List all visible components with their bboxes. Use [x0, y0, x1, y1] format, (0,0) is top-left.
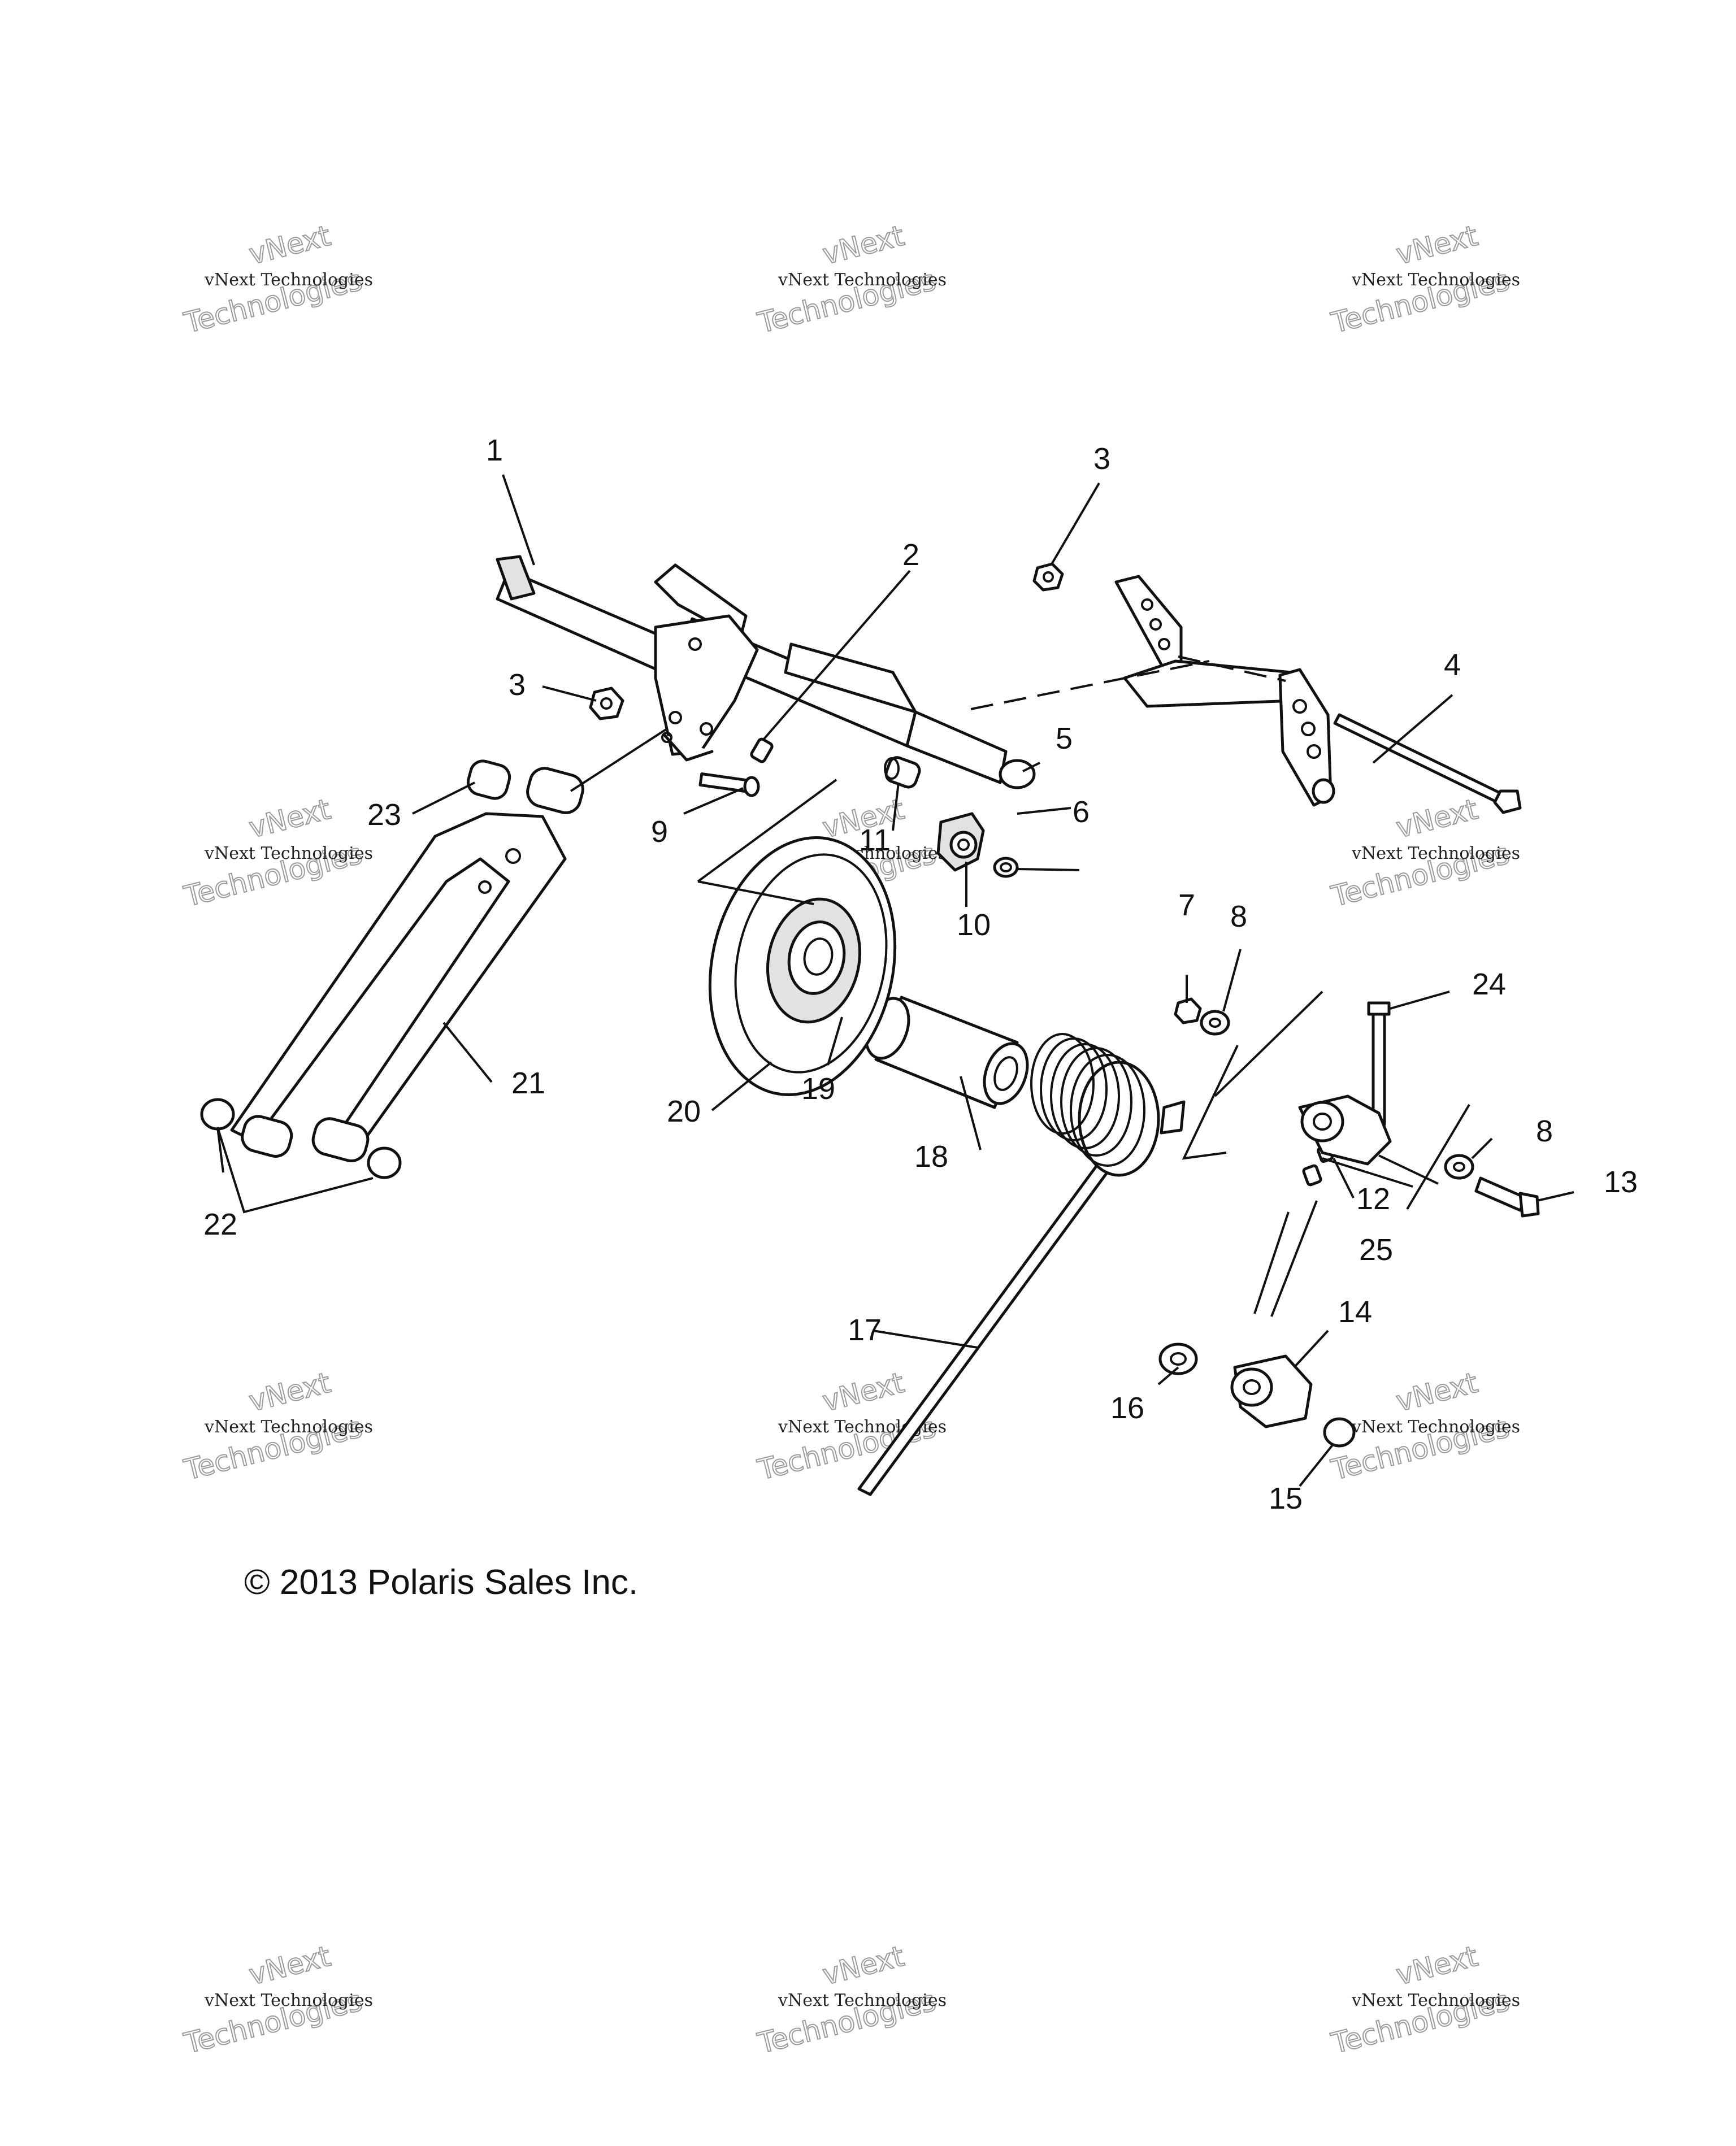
torsion-spring: [1030, 1033, 1186, 1177]
watermark-text: vNext: [246, 1366, 334, 1418]
callout-4: 4: [1444, 648, 1461, 682]
callout-10: 10: [957, 908, 991, 942]
watermark: vNext Technologies vNext Technologies: [180, 792, 373, 914]
watermark: vNext Technologies vNext Technologies: [1327, 219, 1520, 340]
part-3-nut-left: [589, 687, 624, 720]
callout-23: 23: [367, 798, 401, 832]
part-6-washer: [993, 857, 1019, 878]
part-4-long-bolt: [1333, 713, 1522, 814]
callout-3: 3: [509, 668, 526, 702]
part-11-bushing: [884, 756, 921, 789]
callout-8: 8: [1230, 900, 1247, 933]
watermark-text: vNext Technologies: [204, 1417, 373, 1437]
callout-25: 25: [1359, 1233, 1393, 1267]
callout-15: 15: [1269, 1482, 1303, 1515]
callout-17: 17: [848, 1313, 882, 1347]
part-24-bolt: [1367, 1001, 1391, 1126]
part-25-grease-fitting: [1302, 1164, 1322, 1187]
watermark-text: vNext Technologies: [204, 1991, 373, 2010]
watermark-text: vNext: [246, 793, 334, 845]
rear-bracket: [970, 575, 1335, 807]
watermark-text: vNext Technologies: [778, 1991, 947, 2010]
callout-18: 18: [914, 1140, 948, 1174]
watermark: vNext Technologies vNext Technologies: [1327, 792, 1520, 914]
watermark: vNext Technologies vNext Technologies: [1327, 1366, 1520, 1487]
part-15-bushing: [1323, 1417, 1356, 1448]
part-14-pivot-block: [1230, 1354, 1313, 1428]
watermark-text: vNext: [1393, 1940, 1481, 1992]
callout-22: 22: [203, 1207, 237, 1241]
callout-11: 11: [859, 823, 891, 857]
callout-9: 9: [651, 815, 668, 849]
watermark-text: vNext: [819, 219, 908, 271]
callout-12: 12: [1356, 1182, 1390, 1216]
upper-pivot-block: [1298, 1094, 1392, 1166]
callout-21: 21: [511, 1066, 545, 1100]
callout-24: 24: [1472, 967, 1506, 1001]
part-20-idler-wheel: [708, 836, 897, 1096]
watermark-text: vNext Technologies: [1351, 844, 1520, 863]
part-22-bushing-c: [311, 1117, 370, 1162]
callout-8: 8: [1536, 1114, 1553, 1148]
part-8-washer-top: [1200, 1010, 1230, 1036]
watermark: vNext Technologies vNext Technologies: [754, 219, 947, 340]
watermark-text: vNext Technologies: [1351, 270, 1520, 290]
part-2-grease-fitting: [750, 737, 774, 763]
leader-lines: [216, 474, 1574, 1487]
part-17-spring-leg: [857, 1145, 1123, 1496]
part-23-bushing-a: [466, 759, 511, 800]
part-22-bushing-b: [241, 1115, 293, 1158]
part-23-bushing-b: [526, 767, 584, 814]
copyright-notice: © 2013 Polaris Sales Inc.: [244, 1563, 639, 1602]
callout-14: 14: [1338, 1295, 1372, 1329]
watermark-text: vNext: [1393, 793, 1481, 845]
watermark: vNext Technologies vNext Technologies: [1327, 1939, 1520, 2061]
watermark-text: vNext Technologies: [1351, 1417, 1520, 1437]
callout-1: 1: [486, 433, 503, 467]
watermark: vNext Technologies vNext Technologies: [180, 219, 373, 340]
watermark-text: vNext Technologies: [778, 270, 947, 290]
watermark: vNext Technologies vNext Technologies: [180, 1366, 373, 1487]
part-1-front-arm-shaft: [496, 555, 1036, 789]
part-13-bolt: [1474, 1176, 1540, 1218]
part-22-bushing-a: [200, 1098, 235, 1131]
watermark-text: vNext Technologies: [204, 270, 373, 290]
watermark-text: vNext: [1393, 219, 1481, 271]
part-22-bushing-d: [367, 1146, 402, 1179]
part-3-nut-right: [1032, 562, 1064, 592]
watermark-text: vNext: [1393, 1366, 1481, 1418]
part-8-washer-right: [1444, 1154, 1474, 1180]
watermark-text: vNext Technologies: [1351, 1991, 1520, 2010]
part-10-retainer: [936, 812, 985, 872]
callout-5: 5: [1056, 722, 1073, 755]
callout-16: 16: [1110, 1391, 1144, 1425]
callout-13: 13: [1604, 1165, 1638, 1199]
callout-2: 2: [902, 538, 919, 572]
callout-6: 6: [1073, 795, 1090, 829]
watermark-text: vNext: [246, 1940, 334, 1992]
watermark: vNext Technologies vNext Technologies: [754, 1939, 947, 2061]
callout-19: 19: [801, 1072, 835, 1106]
callout-3: 3: [1093, 442, 1110, 476]
watermark-text: vNext: [246, 219, 334, 271]
part-9-bolt: [698, 772, 760, 797]
callout-20: 20: [667, 1094, 701, 1128]
watermark-text: vNext Technologies: [204, 844, 373, 863]
callout-numbers: 1 2 3 3 4 5 6 7 8 8 9 10 11 12 13 14 15 …: [203, 433, 1638, 1515]
part-16-bushing: [1158, 1343, 1198, 1375]
part-7-nut: [1174, 997, 1202, 1024]
watermark-text: vNext: [819, 1940, 908, 1992]
callout-7: 7: [1178, 888, 1195, 922]
watermark-text: vNext: [819, 1366, 908, 1418]
watermark: vNext Technologies vNext Technologies: [180, 1939, 373, 2061]
